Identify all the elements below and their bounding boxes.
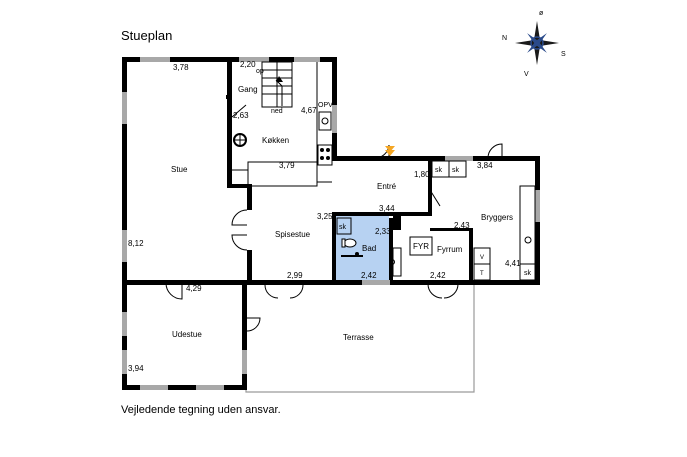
stair-up-label: op	[256, 68, 264, 75]
compass-s-label: S	[561, 51, 566, 58]
dim-gang-height: 2,63	[233, 111, 249, 120]
plan-title: Stueplan	[121, 28, 172, 43]
room-stue: Stue	[171, 165, 188, 174]
dim-koekken-height: 4,67	[301, 106, 317, 115]
room-labels: Stue Gang Køkken Spisestue Entré Bad Fyr…	[171, 85, 513, 342]
dim-udestue-height: 3,94	[128, 364, 144, 373]
room-fyrrum: Fyrrum	[437, 245, 463, 254]
fyr-label: FYR	[413, 242, 429, 251]
room-bad: Bad	[362, 244, 376, 253]
opv-label: OPV	[318, 102, 333, 109]
interior-details	[165, 61, 536, 332]
room-koekken: Køkken	[262, 136, 289, 145]
compass-o-label: ø	[539, 10, 544, 17]
room-bryggers: Bryggers	[481, 213, 513, 222]
dim-bryggers-height: 4,41	[505, 259, 521, 268]
dim-stue-width: 3,78	[173, 63, 189, 72]
room-terrasse: Terrasse	[343, 333, 374, 342]
stair-down-label: ned	[271, 108, 283, 115]
dim-bad-width: 2,42	[361, 271, 377, 280]
toilet-icon	[343, 238, 357, 248]
bad-sk-box	[336, 217, 352, 235]
dim-fyrrum-height: 2,43	[454, 221, 470, 230]
dim-spisestue-height: 3,25	[317, 212, 333, 221]
sk-bad-label: sk	[339, 224, 347, 231]
dim-bryggers-width: 3,84	[477, 161, 493, 170]
v-label: V	[480, 255, 484, 261]
bad-fill	[336, 216, 389, 280]
fixture-labels: op ned OPV sk sk sk sk FYR V T	[256, 68, 532, 277]
sk-bryggers-low-label: sk	[524, 270, 532, 277]
room-gang: Gang	[238, 85, 258, 94]
disclaimer: Vejledende tegning uden ansvar.	[121, 404, 281, 416]
windows	[122, 57, 540, 390]
dim-udestue-width: 4,29	[186, 284, 202, 293]
dim-spisestue-width: 2,99	[287, 271, 303, 280]
dim-entre-width: 3,44	[379, 204, 395, 213]
compass-v-label: V	[524, 71, 529, 78]
dim-bad-height: 2,33	[375, 227, 391, 236]
t-label: T	[480, 271, 484, 277]
room-entre: Entré	[377, 182, 397, 191]
dim-stue-height: 8,12	[128, 239, 144, 248]
sk-bryggers-label: sk	[452, 167, 460, 174]
dimension-labels: 3,78 8,12 2,20 2,63 4,67 3,79 3,25 2,99 …	[128, 60, 521, 373]
dim-gang-width: 2,20	[240, 60, 256, 69]
entrance-arrow-icon	[385, 146, 395, 152]
compass-icon: ø N S V	[502, 10, 566, 78]
room-udestue: Udestue	[172, 330, 202, 339]
bad-rail	[341, 255, 363, 257]
room-spisestue: Spisestue	[275, 230, 311, 239]
dim-fyrrum-width: 2,42	[430, 271, 446, 280]
sk-entre-label: sk	[435, 167, 443, 174]
compass-n-label: N	[502, 35, 507, 42]
dim-entre-height: 1,80	[414, 170, 430, 179]
dim-koekken-width: 3,79	[279, 161, 295, 170]
